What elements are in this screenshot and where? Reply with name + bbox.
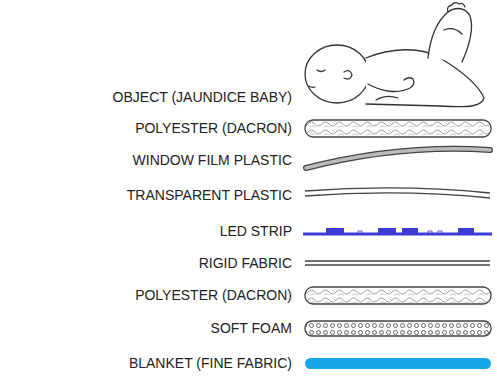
polyester-layer	[305, 287, 491, 304]
baby-eye	[317, 70, 325, 72]
blanket-layer	[305, 358, 491, 369]
layer-label: WINDOW FILM PLASTIC	[133, 152, 292, 168]
layer-label: POLYESTER (DACRON)	[135, 287, 292, 303]
rigid-fabric-bottom	[305, 264, 490, 265]
window-film-layer	[306, 149, 490, 168]
layer-label: LED STRIP	[220, 223, 292, 239]
baby-ear	[344, 71, 352, 79]
layer-label: SOFT FOAM	[211, 320, 292, 336]
baby-sketch	[305, 3, 484, 107]
baby-foot	[448, 3, 466, 12]
baby-knee	[444, 29, 462, 34]
window-film-core	[306, 149, 490, 168]
baby-head	[305, 45, 369, 103]
baby-fold	[376, 96, 398, 100]
baby-body	[366, 50, 484, 107]
led-strip	[303, 228, 492, 234]
transparent-plastic-bottom	[305, 193, 490, 198]
transparent-plastic-top	[305, 188, 490, 193]
baby-mouth	[309, 86, 315, 87]
layer-label: BLANKET (FINE FABRIC)	[129, 355, 292, 371]
layer-label: OBJECT (JAUNDICE BABY)	[113, 89, 292, 105]
layer-label: POLYESTER (DACRON)	[135, 120, 292, 136]
baby-leg	[428, 9, 472, 62]
layer-label: RIGID FABRIC	[199, 255, 292, 271]
polyester-layer	[305, 120, 491, 137]
soft-foam-layer	[305, 321, 491, 336]
baby-arm	[368, 78, 414, 92]
layer-label: TRANSPARENT PLASTIC	[127, 187, 292, 203]
rigid-fabric-top	[305, 260, 490, 261]
